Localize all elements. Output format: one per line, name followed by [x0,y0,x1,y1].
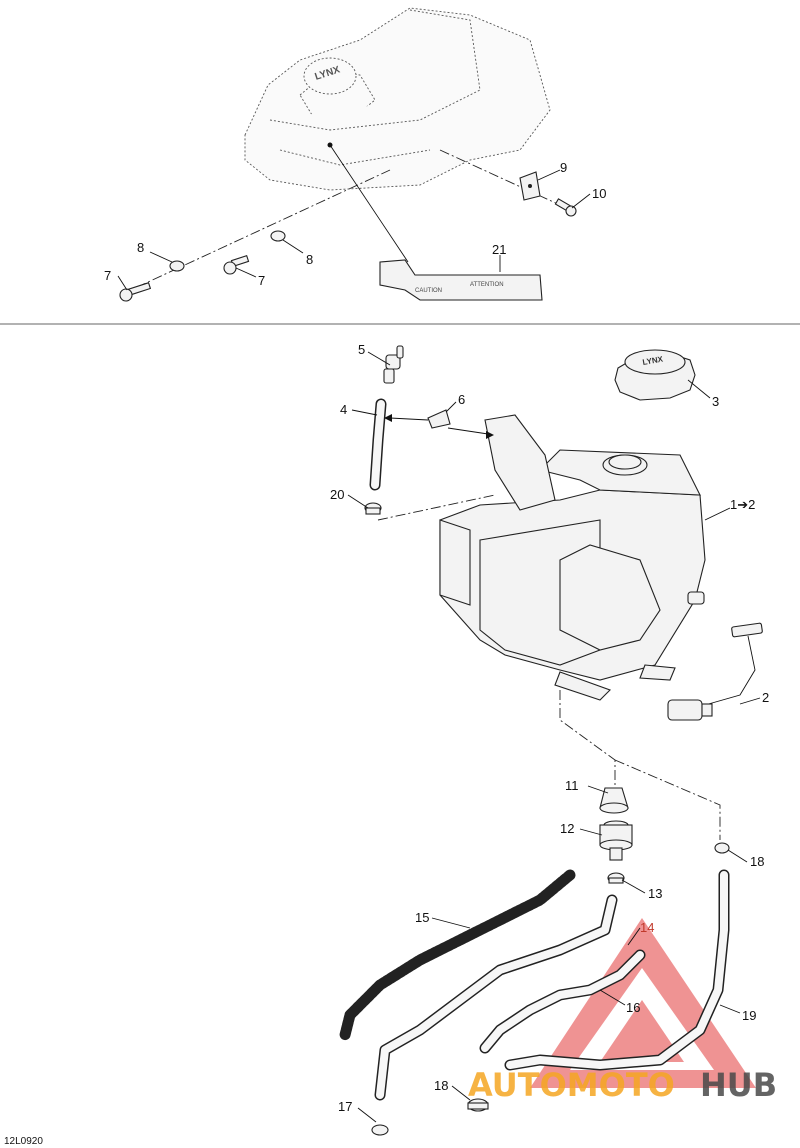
callout-20: 20 [330,487,344,502]
cap3-logo-text: LYNX [642,354,665,367]
callout-15: 15 [415,910,429,925]
clip-6 [427,409,451,429]
callout-4: 4 [340,402,347,417]
callout-7b: 7 [258,273,265,288]
callout-16: 16 [626,1000,640,1015]
callout-18a: 18 [750,854,764,869]
watermark-text: AUTOMOTO HUB [468,1066,777,1104]
washer-8b [270,230,286,242]
callout-8b: 8 [306,252,313,267]
callout-6: 6 [458,392,465,407]
callout-5: 5 [358,342,365,357]
clamp-17 [371,1124,389,1136]
bolt-7b [223,254,250,275]
figure-code: 12L0920 [4,1136,43,1147]
callout-13: 13 [648,886,662,901]
clamp-18b [467,1098,489,1112]
clip-plate-9 [519,171,541,201]
hose-15 [339,869,576,1041]
strap-21: CAUTION ATTENTION [379,259,543,301]
clamp-13 [607,872,625,884]
strap-text-caution: CAUTION [415,288,442,294]
callout-12: 12 [560,821,574,836]
callout-9: 9 [560,160,567,175]
oil-tank [439,414,706,701]
callout-17: 17 [338,1099,352,1114]
callout-21: 21 [492,242,506,257]
bolt-7a [119,282,152,302]
top-tank-assembly: LYNX [244,7,551,191]
callout-2: 2 [762,690,769,705]
filter-housing-12 [599,820,633,861]
clamp-18a [714,842,730,854]
callout-3: 3 [712,394,719,409]
filler-cap-3: LYNX [614,349,696,401]
check-valve-5 [383,345,404,384]
callout-10: 10 [592,186,606,201]
screw-10 [554,198,577,217]
callout-18b: 18 [434,1078,448,1093]
watermark-part2: HUB [700,1066,777,1104]
strap-text-attention: ATTENTION [470,282,504,288]
callout-14: 14 [640,920,654,935]
callout-8a: 8 [137,240,144,255]
washer-8a [169,260,185,272]
callout-7a: 7 [104,268,111,283]
watermark-part1: AUTOMOTO [468,1066,675,1104]
level-sensor-2 [667,622,763,721]
callout-19: 19 [742,1008,756,1023]
clamp-20 [364,502,382,515]
callout-11: 11 [565,778,579,793]
callout-1-to-2: 1➔2 [730,497,755,512]
filler-neck [602,454,648,476]
